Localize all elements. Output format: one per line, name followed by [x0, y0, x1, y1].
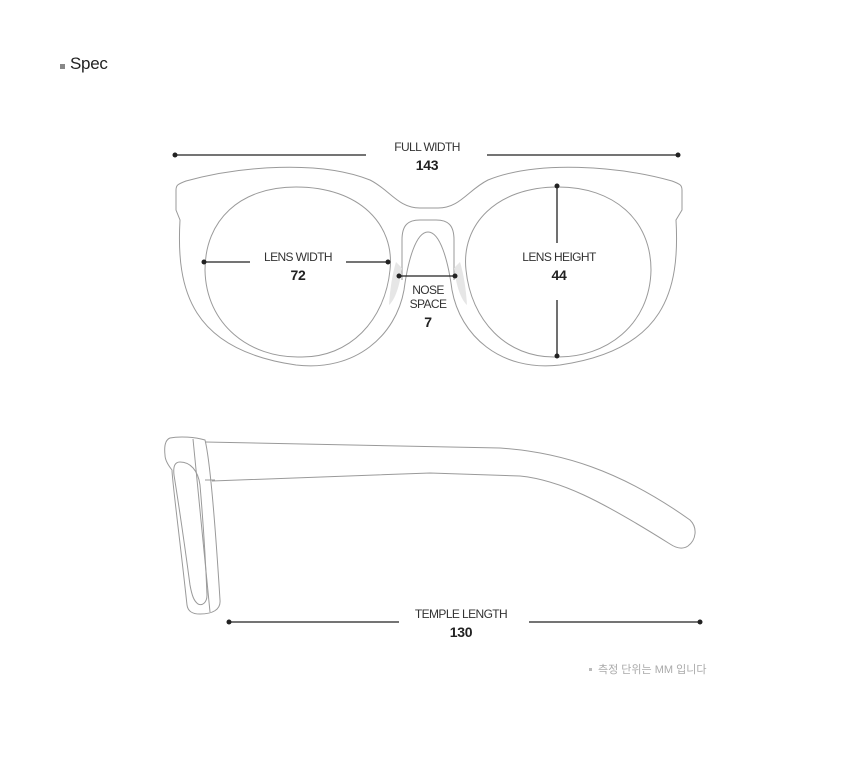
- full-width-label: FULL WIDTH 143: [394, 140, 460, 173]
- dimension-lines-side: [226, 619, 703, 625]
- lens-width-value: 72: [290, 266, 306, 283]
- frame-outline: [175, 166, 683, 367]
- bridge-outline: [401, 219, 455, 280]
- left-lens-outline: [204, 186, 391, 358]
- lens-height-value: 44: [551, 266, 567, 283]
- temple-length-value: 130: [449, 623, 473, 640]
- temple-length-name: TEMPLE LENGTH: [414, 607, 508, 621]
- lens-width-name: LENS WIDTH: [263, 250, 333, 264]
- nose-space-name-line2: SPACE: [409, 296, 447, 311]
- nose-space-name-line1: NOSE: [412, 283, 444, 297]
- temple-length-label: TEMPLE LENGTH 130: [414, 607, 508, 640]
- hinge-front-outline: [164, 436, 221, 615]
- side-view: [164, 436, 696, 615]
- unit-footnote: 측정 단위는 MM 입니다: [589, 661, 706, 677]
- dimension-lines-front: [172, 152, 681, 359]
- hinge-inner-outline: [173, 461, 208, 606]
- full-width-value: 143: [415, 156, 439, 173]
- lens-height-label: LENS HEIGHT 44: [522, 250, 596, 283]
- bullet-icon: [60, 63, 65, 69]
- front-view: [175, 166, 683, 367]
- right-nose-pad: [454, 262, 467, 305]
- section-heading: Spec: [60, 54, 108, 74]
- full-width-name: FULL WIDTH: [394, 140, 460, 154]
- nose-space-value: 7: [424, 313, 432, 330]
- footnote-text: 측정 단위는 MM 입니다: [598, 664, 707, 676]
- lens-height-name: LENS HEIGHT: [522, 250, 596, 264]
- lens-width-label: LENS WIDTH 72: [263, 250, 333, 283]
- section-title: Spec: [70, 54, 108, 73]
- temple-outline: [204, 441, 696, 549]
- left-nose-pad: [389, 262, 402, 305]
- footnote-bullet-icon: [589, 667, 592, 671]
- nose-space-label: NOSE SPACE 7: [409, 283, 447, 330]
